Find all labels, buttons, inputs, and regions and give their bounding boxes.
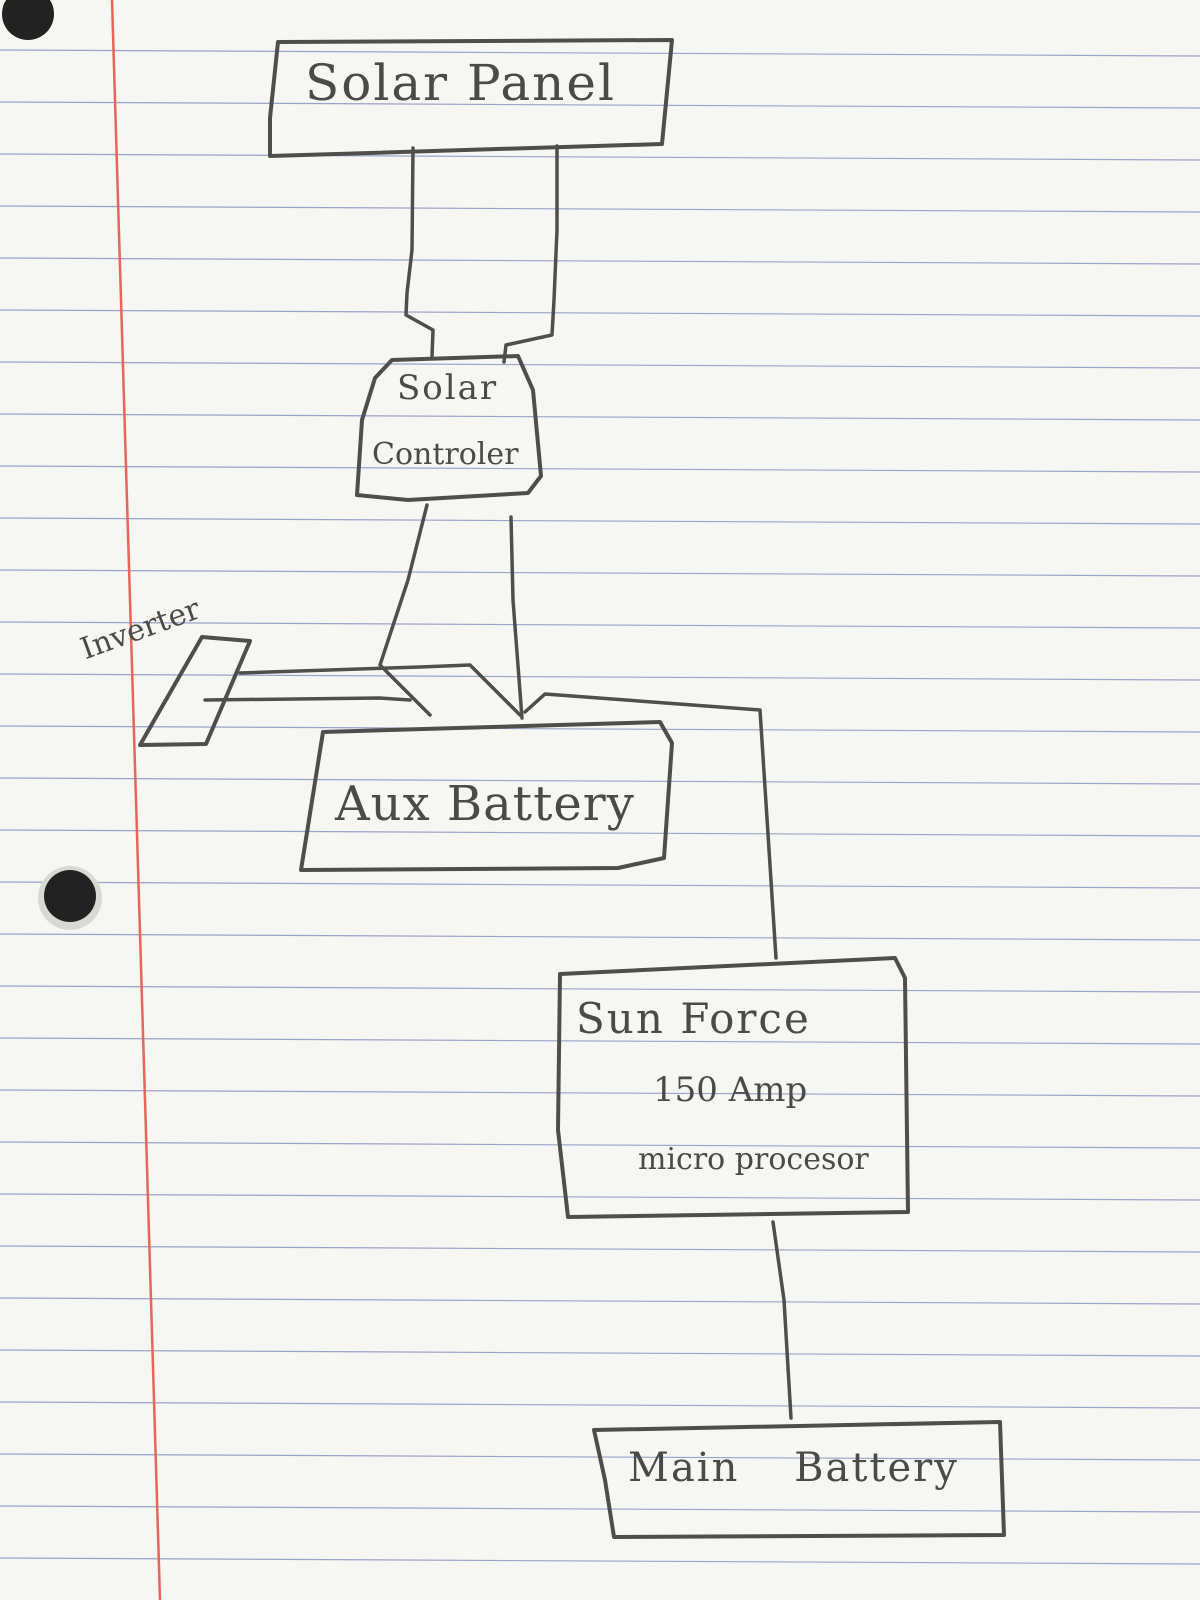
ruled-line [0,205,1200,213]
ruled-line [0,1505,1200,1513]
margin-line [110,0,162,1600]
ruled-line [0,1037,1200,1045]
wire-sunforce-to-main-battery [771,1220,793,1420]
solar-panel-box [268,38,674,158]
main-battery-label: Main Battery [628,1445,959,1491]
ruled-line [0,153,1200,161]
ruled-line [0,257,1200,265]
ruled-line [0,309,1200,317]
ruled-line [0,517,1200,525]
sun-force-box [556,956,910,1219]
ruled-line [0,413,1200,421]
ruled-line [0,1401,1200,1409]
wire-panel-to-controller-left [404,146,435,359]
binder-hole-top [2,0,54,40]
wire-controller-to-aux-right [509,515,524,720]
solar-panel-label: Solar Panel [305,54,616,112]
ruled-line [0,829,1200,837]
inverter-box [138,635,252,747]
solar-controller-label-line1: Solar [397,368,499,408]
ruled-line [0,569,1200,577]
aux-battery-label: Aux Battery [335,776,635,832]
ruled-line [0,1089,1200,1097]
ruled-line [0,1557,1200,1565]
solar-controller-label-line2: Controler [372,437,519,472]
sun-force-label-line3: micro procesor [638,1142,869,1177]
solar-controller-box [355,354,543,502]
ruled-line [0,881,1200,889]
sun-force-label-line2: 150 Amp [653,1070,808,1110]
ruled-line [0,1245,1200,1253]
ruled-line [0,777,1200,785]
wire-controller-to-aux-left [378,503,432,717]
ruled-line [0,361,1200,369]
ruled-line [0,49,1200,57]
ruled-line [0,621,1200,629]
aux-battery-box [299,720,674,872]
ruled-line [0,465,1200,473]
ruled-line [0,985,1200,993]
binder-hole-middle [38,866,102,930]
ruled-line [0,101,1200,109]
wire-inverter-to-aux-lower [203,696,412,702]
sun-force-label-line1: Sun Force [576,994,811,1043]
ruled-line [0,933,1200,941]
ruled-line [0,1141,1200,1149]
wire-aux-to-sunforce [523,692,778,960]
ruled-line [0,1349,1200,1357]
ruled-lines [0,49,1200,1565]
ruled-line [0,1297,1200,1305]
ruled-line [0,1193,1200,1201]
ruled-line [0,673,1200,681]
wire-panel-to-controller-right [502,144,559,364]
ruled-line [0,725,1200,733]
main-battery-box [592,1420,1006,1539]
wire-inverter-to-aux-upper [238,663,522,717]
